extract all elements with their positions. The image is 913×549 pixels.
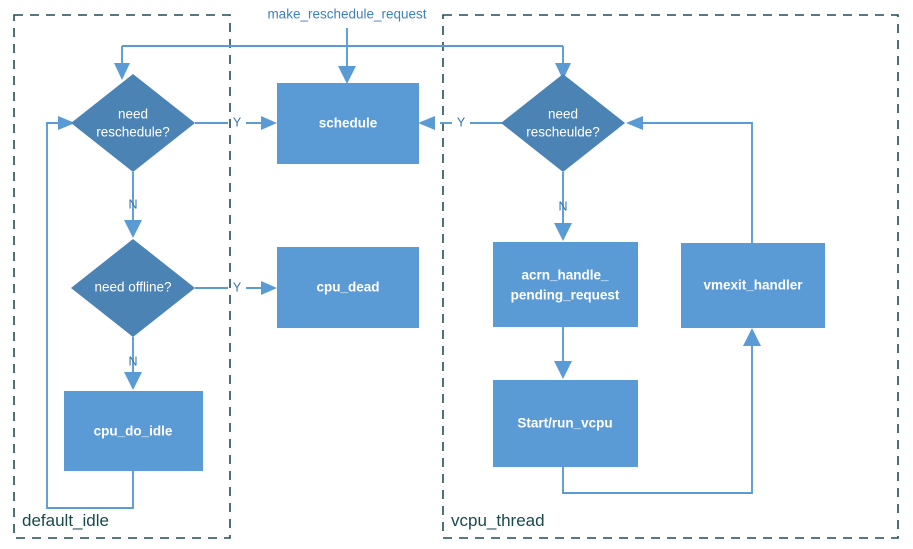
arrowhead-to-left-diamond <box>114 63 130 80</box>
edge-cpu-do-idle-loopback <box>46 116 134 509</box>
edge-label-left-reschedule-yes: Y <box>233 115 242 129</box>
edge-acrn-to-start-run-vcpu <box>554 327 572 379</box>
arrowhead-to-start-run-vcpu <box>554 361 572 379</box>
edge-make-reschedule-bus <box>114 28 571 84</box>
start-run-vcpu-box-shape[interactable] <box>493 380 638 467</box>
node-need-offline[interactable]: need offline? <box>71 239 195 337</box>
group-vcpu-thread-border <box>442 14 899 539</box>
edge-left-reschedule-no: N <box>124 172 142 238</box>
need-rescheulde-diamond-shape[interactable] <box>501 74 625 172</box>
edge-left-offline-yes: Y <box>195 280 277 295</box>
edge-vmexit-to-right-diamond <box>626 116 753 243</box>
group-vcpu-thread: vcpu_thread <box>442 14 899 539</box>
arrowhead-to-need-offline <box>124 220 142 238</box>
edge-label-left-offline-yes: Y <box>233 280 242 294</box>
arrowhead-vmexit-to-right-diamond <box>626 116 643 130</box>
edge-right-reschedule-no: N <box>554 172 572 241</box>
edge-start-run-vcpu-to-vmexit <box>562 328 761 494</box>
group-default-idle-label: default_idle <box>22 511 109 530</box>
edge-left-offline-no: N <box>124 337 142 390</box>
node-vmexit-handler[interactable]: vmexit_handler <box>681 243 825 328</box>
edge-start-to-vmexit-path <box>562 345 753 494</box>
arrowhead-left-yes-to-schedule <box>261 116 277 130</box>
schedule-box-shape[interactable] <box>277 83 419 164</box>
acrn-handle-pending-request-label-line1: acrn_handle_ <box>521 268 609 283</box>
start-run-vcpu-label: Start/run_vcpu <box>517 416 612 431</box>
cpu-dead-box-shape[interactable] <box>277 247 419 328</box>
make-reschedule-request-label: make_reschedule_request <box>267 7 426 22</box>
arrowhead-to-schedule-top <box>338 66 356 84</box>
edge-cpu-do-idle-loopback-path <box>46 122 134 509</box>
acrn-handle-pending-request-label-line2: pending_request <box>511 288 620 303</box>
arrowhead-to-cpu-do-idle <box>124 372 142 390</box>
node-cpu-do-idle[interactable]: cpu_do_idle <box>64 391 203 471</box>
group-vcpu-thread-label: vcpu_thread <box>451 511 545 530</box>
arrowhead-right-yes-to-schedule <box>418 116 435 130</box>
arrowhead-offline-yes-to-cpu-dead <box>261 281 277 295</box>
node-schedule[interactable]: schedule <box>277 83 419 164</box>
need-reschedule-label-line2: reschedule? <box>96 125 170 140</box>
vmexit-handler-box-shape[interactable] <box>681 243 825 328</box>
edge-label-right-reschedule-no: N <box>558 199 567 213</box>
need-rescheulde-label-line2: rescheulde? <box>526 125 600 140</box>
edge-vmexit-to-right-diamond-path <box>642 122 753 243</box>
node-need-reschedule[interactable]: need reschedule? <box>71 74 195 172</box>
node-start-run-vcpu[interactable]: Start/run_vcpu <box>493 380 638 467</box>
edge-label-left-reschedule-no: N <box>128 197 137 211</box>
edge-left-reschedule-yes: Y <box>195 115 277 130</box>
node-acrn-handle-pending-request[interactable]: acrn_handle_ pending_request <box>493 242 638 327</box>
vmexit-handler-label: vmexit_handler <box>703 278 803 293</box>
cpu-dead-label: cpu_dead <box>316 280 379 295</box>
acrn-handle-pending-request-box-shape[interactable] <box>493 242 638 327</box>
edge-right-reschedule-yes: Y <box>418 115 502 130</box>
schedule-label: schedule <box>319 116 378 131</box>
node-need-rescheulde[interactable]: need rescheulde? <box>501 74 625 172</box>
edge-label-left-offline-no: N <box>128 354 137 368</box>
need-rescheulde-label-line1: need <box>548 107 578 122</box>
need-reschedule-diamond-shape[interactable] <box>71 74 195 172</box>
arrowhead-to-right-diamond <box>555 63 571 80</box>
need-reschedule-label-line1: need <box>118 107 148 122</box>
cpu-do-idle-label: cpu_do_idle <box>94 424 173 439</box>
need-offline-diamond-shape[interactable] <box>71 239 195 337</box>
arrowhead-to-vmexit-handler <box>743 328 761 346</box>
group-default-idle-border <box>13 14 231 539</box>
edge-label-right-reschedule-yes: Y <box>457 115 466 129</box>
need-offline-label: need offline? <box>94 280 171 295</box>
group-default-idle: default_idle <box>13 14 231 539</box>
node-cpu-dead[interactable]: cpu_dead <box>277 247 419 328</box>
arrowhead-to-acrn-handle <box>554 223 572 241</box>
cpu-do-idle-box-shape[interactable] <box>64 391 203 471</box>
arrowhead-loopback-to-left-diamond <box>58 116 75 130</box>
